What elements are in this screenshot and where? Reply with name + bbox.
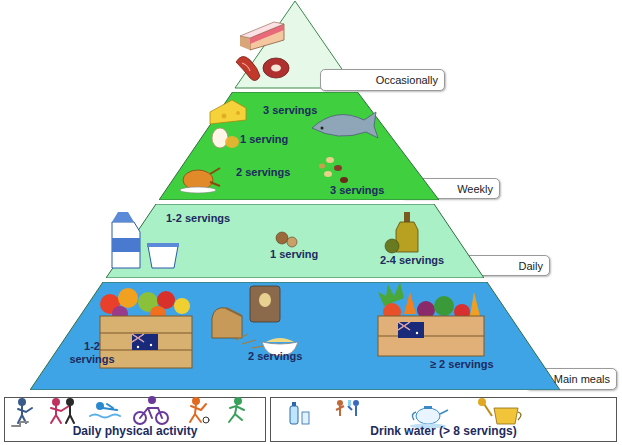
pyramid-band: 3 servings 1 serving 2 servings 3 servings (159, 92, 439, 200)
serving-count: 1-2 servings (66, 340, 118, 366)
band-shape (30, 282, 560, 390)
serving-count: ≥ 2 servings (430, 358, 494, 371)
tier-label: Daily (519, 260, 543, 272)
sausage-icon (236, 56, 260, 80)
cake-icon (240, 22, 284, 50)
footer-box: Daily physical activity (4, 397, 266, 442)
footer-box: Drink water (> 8 servings) (270, 397, 617, 442)
serving-count: 2 servings (248, 350, 302, 363)
band-shape (106, 204, 484, 278)
tier-label: Weekly (457, 183, 493, 195)
footer-label: Drink water (> 8 servings) (271, 424, 616, 438)
footer-label: Daily physical activity (5, 424, 265, 438)
pyramid-band: 1-2 servings 1 serving 2-4 servings (106, 204, 484, 278)
serving-count: 2-4 servings (380, 254, 444, 267)
serving-count: 2 servings (236, 166, 290, 179)
tier-label: Occasionally (376, 74, 438, 86)
serving-count: 1-2 servings (166, 212, 230, 225)
tier-label-box: Occasionally (320, 69, 445, 91)
tier-label: Main meals (554, 373, 610, 385)
serving-count: 3 servings (263, 104, 317, 117)
steak-icon (263, 58, 289, 78)
serving-count: 1 serving (270, 248, 318, 261)
serving-count: 1 serving (240, 133, 288, 146)
pyramid-band: 1-2 servings 2 servings ≥ 2 servings (30, 282, 560, 390)
serving-count: 3 servings (330, 184, 384, 197)
